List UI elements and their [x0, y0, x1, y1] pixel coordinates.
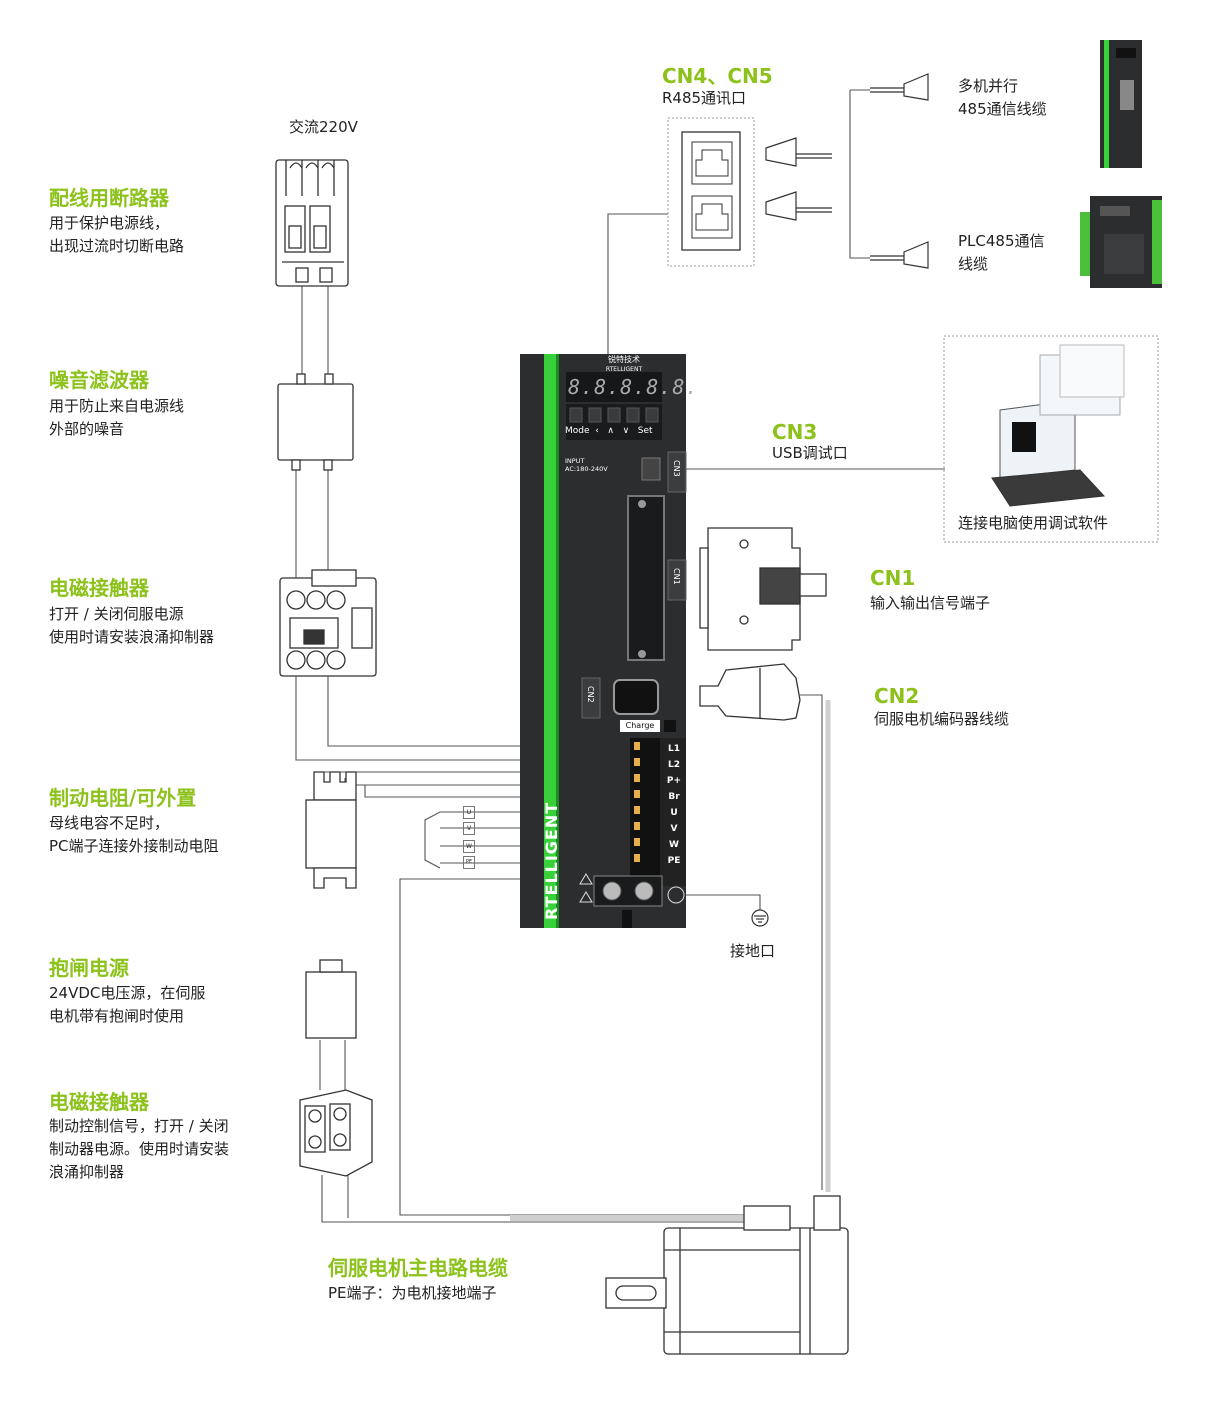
terminal-br: Br — [668, 792, 680, 802]
drive-side-brand: RTELLIGENT — [542, 801, 561, 920]
seven-segment-display: 8.8.8.8.8. — [568, 375, 699, 399]
breaker-title: 配线用断路器 — [49, 186, 169, 210]
magnetic-contactor-icon — [279, 569, 377, 677]
terminal-w: W — [669, 840, 679, 850]
cn1-title: CN1 — [870, 566, 916, 590]
ground-label: 接地口 — [730, 942, 776, 960]
contactor-title: 电磁接触器 — [49, 576, 149, 600]
servo-drive-thumbnail — [1100, 40, 1142, 168]
brake-contactor-desc: 制动控制信号，打开 / 关闭 制动器电源。使用时请安装 浪涌抑制器 — [49, 1117, 230, 1181]
plc-thumbnail — [1080, 196, 1162, 288]
port-cn3-label: CN3 — [672, 460, 681, 477]
drive-brand: 锐特技术 RTELLIGENT — [582, 355, 666, 374]
filter-title: 噪音滤波器 — [49, 368, 149, 392]
terminal-v: V — [670, 824, 678, 834]
cable-tag-u: U — [463, 806, 475, 819]
plc-cable-label: PLC485通信 线缆 — [958, 232, 1045, 273]
cable-tag-pe: PE — [463, 856, 475, 869]
terminal-l2: L2 — [668, 760, 680, 770]
brake-contactor-title: 电磁接触器 — [49, 1090, 149, 1114]
cn2-connector-icon — [699, 663, 801, 721]
pc-laptop-icon — [943, 335, 1159, 543]
drive-brand-en: RTELLIGENT — [605, 366, 643, 373]
filter-desc: 用于防止来自电源线 外部的噪音 — [49, 397, 185, 438]
brake-resistor-icon — [305, 771, 357, 889]
cn45-desc: R485通讯口 — [662, 89, 747, 107]
contactor-desc: 打开 / 关闭伺服电源 使用时请安装浪涌抑制器 — [49, 605, 215, 646]
cn45-title: CN4、CN5 — [662, 64, 773, 88]
terminal-u: U — [670, 808, 678, 818]
brake-power-icon — [305, 959, 357, 1039]
charge-label: Charge — [625, 721, 655, 730]
cn1-desc: 输入输出信号端子 — [870, 594, 991, 612]
cable-tag-v: V — [463, 822, 475, 835]
terminal-labels: L1 L2 P+ Br U V W PE — [662, 741, 686, 869]
resistor-desc: 母线电容不足时， PC端子连接外接制动电阻 — [49, 814, 219, 855]
servo-motor-icon — [605, 1195, 849, 1355]
terminal-l1: L1 — [668, 744, 680, 754]
drive-input-rating: INPUT AC:180-240V — [565, 457, 608, 473]
input-label: INPUT — [565, 457, 585, 465]
input-value: AC:180-240V — [565, 465, 608, 473]
terminal-pe: PE — [667, 856, 681, 866]
multi-cable-label: 多机并行 485通信线缆 — [958, 77, 1047, 118]
power-label: 交流220V — [289, 118, 358, 136]
brake-contactor-icon — [299, 1089, 373, 1177]
cn1-connector-icon — [699, 527, 827, 651]
brake-power-desc: 24VDC电压源，在伺服 电机带有抱闸时使用 — [49, 984, 206, 1025]
cn2-title: CN2 — [874, 684, 920, 708]
cn3-title: CN3 — [772, 420, 818, 444]
circuit-breaker-icon — [275, 159, 349, 287]
drive-keypad-labels: Mode ‹ ∧ ∨ Set — [565, 426, 653, 436]
servo-drive — [520, 354, 687, 928]
port-cn2-label: CN2 — [586, 686, 595, 703]
drive-brand-cn: 锐特技术 — [608, 355, 640, 364]
motor-cable-desc: PE端子：为电机接地端子 — [328, 1284, 497, 1302]
motor-cable-title: 伺服电机主电路电缆 — [328, 1256, 508, 1280]
port-cn1-label: CN1 — [672, 568, 681, 585]
resistor-title: 制动电阻/可外置 — [49, 786, 197, 810]
cable-tag-w: W — [463, 840, 475, 853]
ground-icon — [751, 909, 769, 927]
rj45-port-box — [667, 117, 755, 267]
brake-power-title: 抱闸电源 — [49, 956, 129, 980]
breaker-desc: 用于保护电源线， 出现过流时切断电路 — [49, 214, 185, 255]
cn2-desc: 伺服电机编码器线缆 — [874, 710, 1010, 728]
cn3-desc: USB调试口 — [772, 444, 848, 462]
pc-label: 连接电脑使用调试软件 — [958, 514, 1109, 532]
rj45-plug-icon — [765, 73, 929, 269]
noise-filter-icon — [277, 373, 354, 471]
terminal-p-plus: P+ — [666, 776, 682, 786]
